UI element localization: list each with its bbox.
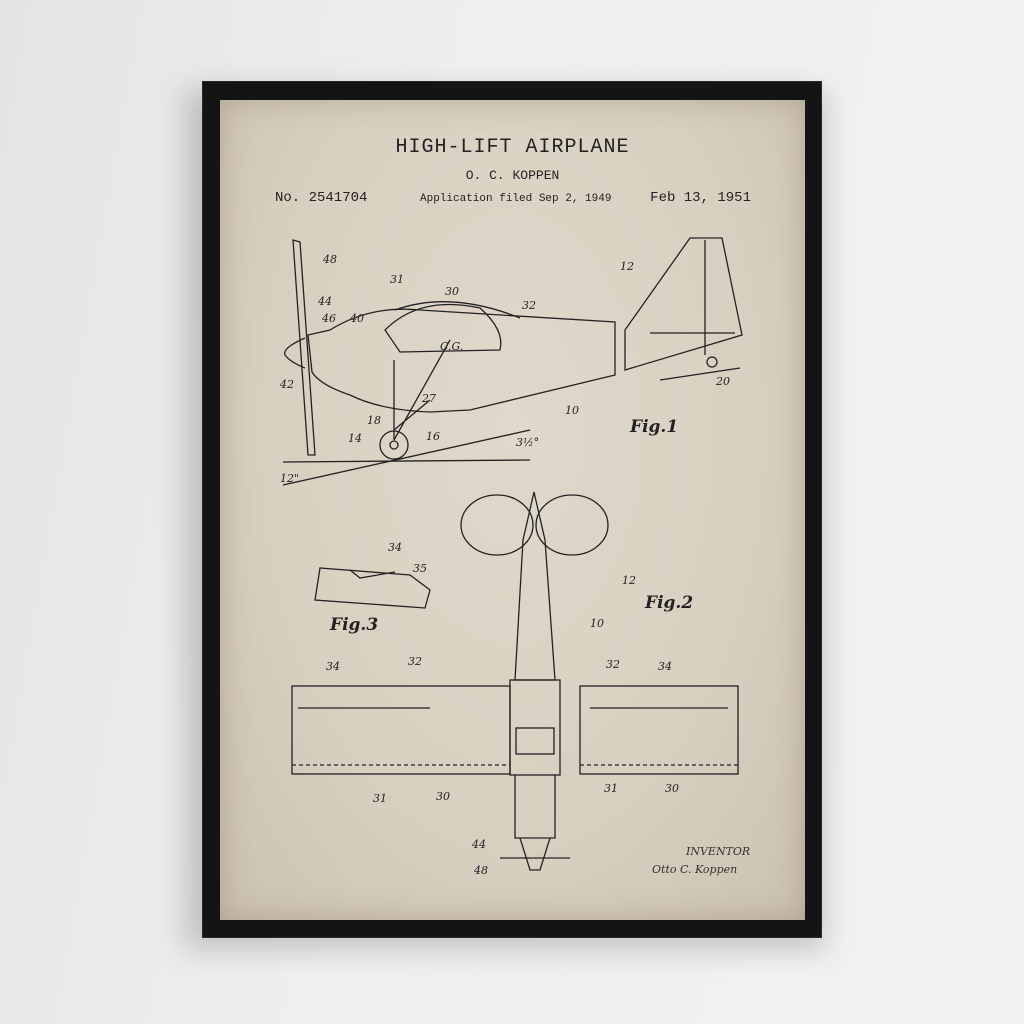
patent-date: Feb 13, 1951 [650, 190, 751, 206]
callout: 31 [390, 273, 404, 286]
callout: 31 [604, 782, 618, 795]
callout: 31 [373, 792, 387, 805]
callout: 27 [421, 392, 436, 405]
tail-ground-line [659, 367, 741, 381]
tail-wheel [706, 356, 718, 368]
callout: 32 [522, 299, 536, 312]
poster-title: HIGH-LIFT AIRPLANE [395, 136, 630, 159]
fig1-side-view: 48 44 46 40 31 30 32 12 42 18 27 14 16 1… [279, 237, 743, 486]
spinner [284, 337, 306, 369]
callout: 30 [436, 790, 450, 803]
callout: 44 [471, 838, 486, 851]
right-stabilizer [535, 494, 609, 556]
callout: 44 [317, 295, 332, 308]
callout: 20 [715, 375, 730, 388]
callout: 18 [367, 414, 381, 427]
canopy [384, 303, 502, 353]
landing-gear [393, 339, 451, 441]
callout: 30 [665, 782, 679, 795]
callout: 12 [620, 260, 634, 273]
main-wheel [379, 430, 409, 460]
callout: 32 [408, 655, 422, 668]
callout: 42 [279, 378, 294, 391]
fig2-label: Fig.2 [644, 593, 693, 613]
callout: 48 [322, 253, 337, 266]
fig3-section: 34 35 Fig.3 [314, 541, 431, 635]
patent-number: No. 2541704 [275, 190, 368, 206]
callout: 3½° [516, 436, 539, 449]
tail-fin [624, 237, 743, 371]
inventor-signature: Otto C. Koppen [652, 863, 737, 876]
level-line [282, 459, 531, 463]
callout: 12" [280, 472, 299, 485]
left-wing [291, 685, 511, 775]
callout: C.G. [440, 340, 463, 353]
fuselage-top [514, 491, 556, 681]
cockpit-window [515, 727, 555, 755]
callout: 48 [473, 864, 488, 877]
wing-top [394, 301, 521, 319]
fig3-label: Fig.3 [329, 615, 378, 635]
fig1-label: Fig.1 [629, 417, 678, 437]
callout: 10 [565, 404, 579, 417]
main-wheel-hub [389, 440, 399, 450]
ground-line [282, 429, 531, 486]
callout: 12 [622, 574, 636, 587]
application-filed: Application filed Sep 2, 1949 [420, 193, 612, 205]
callout: 34 [326, 660, 340, 673]
callout: 16 [426, 430, 440, 443]
right-wing [579, 685, 739, 775]
callout: 32 [606, 658, 620, 671]
callout: 10 [590, 617, 604, 630]
wing-section [314, 567, 431, 609]
fig2-top-view: 12 10 34 32 32 34 31 30 31 30 44 48 Fig.… [291, 491, 739, 877]
callout: 46 [321, 312, 336, 325]
nose [514, 775, 556, 871]
callout: 40 [349, 312, 364, 325]
callout: 14 [348, 432, 362, 445]
left-stabilizer [460, 494, 534, 556]
propeller [292, 239, 316, 456]
inventor-name: O. C. KOPPEN [465, 168, 560, 183]
callout: 35 [413, 562, 427, 575]
callout: 34 [388, 541, 402, 554]
slot-line [349, 569, 396, 579]
inventor-label: INVENTOR [685, 845, 750, 858]
patent-poster: HIGH-LIFT AIRPLANE O. C. KOPPEN No. 2541… [220, 100, 805, 920]
callout: 34 [658, 660, 672, 673]
cockpit [509, 679, 561, 776]
callout: 30 [445, 285, 459, 298]
